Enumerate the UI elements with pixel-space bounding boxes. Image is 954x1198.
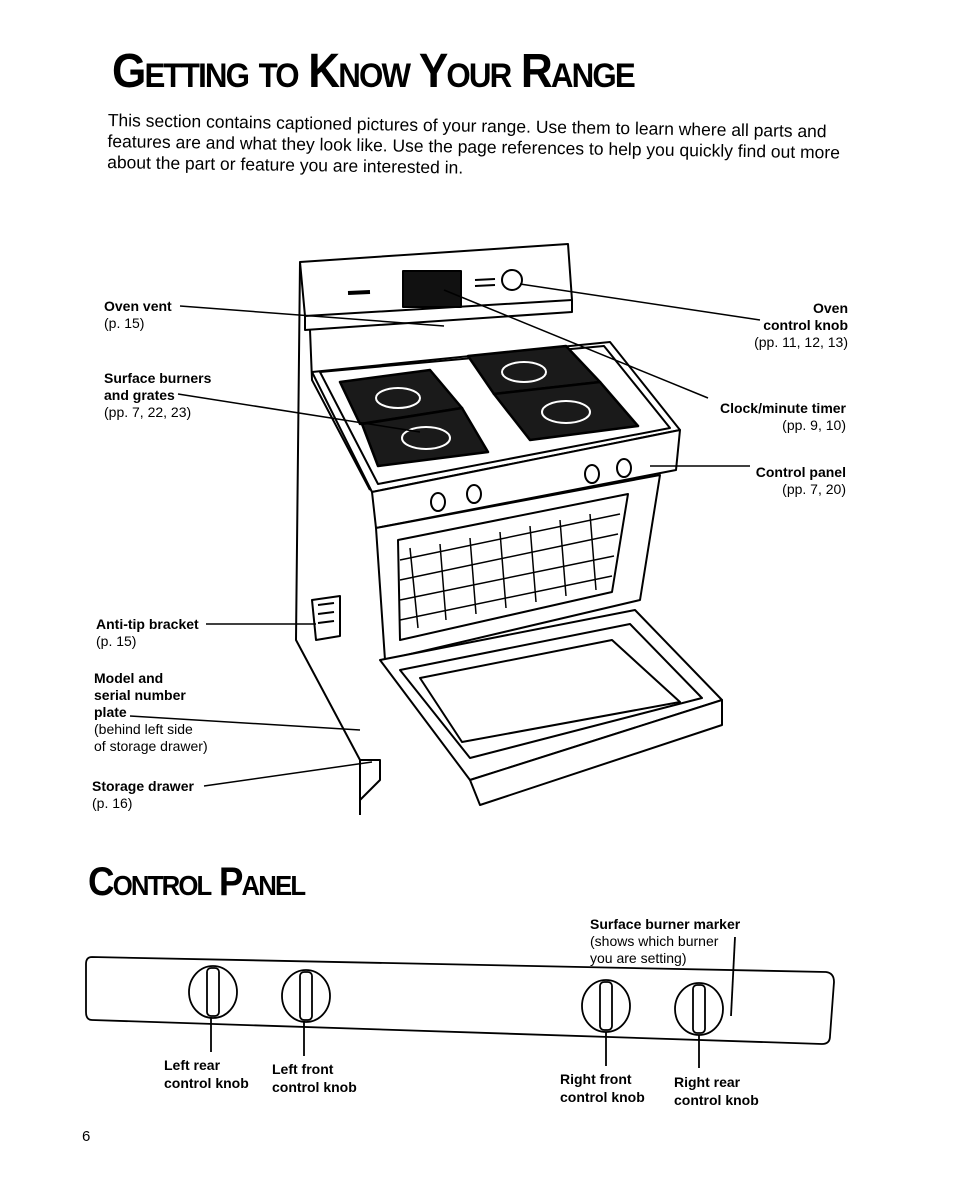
label-left-rear-knob: Left rear control knob (164, 1056, 249, 1092)
label-surface-burners: Surface burners and grates (pp. 7, 22, 2… (104, 370, 211, 421)
left-front-knob-line1: Left front (272, 1061, 334, 1077)
surface-burners-name: Surface burners (104, 370, 212, 386)
clock-timer-name: Clock/minute timer (719, 400, 846, 416)
storage-drawer-name: Storage drawer (92, 778, 194, 794)
label-storage-drawer: Storage drawer (p. 16) (92, 778, 194, 812)
label-right-front-knob: Right front control knob (560, 1070, 645, 1106)
model-plate-name-2: serial number (94, 687, 186, 703)
model-plate-note: (behind left side (94, 721, 193, 737)
oven-vent-name: Oven vent (104, 298, 172, 314)
burner-marker-note: (shows which burner (590, 933, 719, 949)
model-plate-name: Model and (94, 670, 164, 686)
left-rear-knob-line1: Left rear (164, 1057, 221, 1073)
oven-control-name-2: control knob (763, 317, 848, 333)
model-plate-name-3: plate (94, 704, 127, 720)
page-number: 6 (82, 1128, 91, 1145)
left-rear-knob-line2: control knob (164, 1075, 249, 1091)
oven-control-name: Oven (812, 300, 848, 316)
label-left-front-knob: Left front control knob (272, 1060, 357, 1096)
burner-marker-note-2: you are setting) (590, 950, 687, 966)
surface-burners-ref: (pp. 7, 22, 23) (104, 404, 192, 420)
label-surface-burner-marker: Surface burner marker (shows which burne… (590, 916, 740, 967)
model-plate-note-2: of storage drawer) (94, 738, 208, 754)
anti-tip-name: Anti-tip bracket (96, 616, 199, 632)
burner-marker-name: Surface burner marker (590, 916, 741, 932)
surface-burners-name-2: and grates (104, 387, 175, 403)
label-control-panel: Control panel (pp. 7, 20) (720, 464, 846, 498)
page-title: Getting to Know Your Range (112, 45, 636, 98)
oven-vent-ref: (p. 15) (104, 315, 145, 331)
storage-drawer-ref: (p. 16) (92, 795, 133, 811)
right-rear-knob-line1: Right rear (674, 1074, 741, 1090)
anti-tip-ref: (p. 15) (96, 633, 137, 649)
right-front-knob-line2: control knob (560, 1089, 645, 1105)
section-title-control-panel: Control Panel (88, 860, 306, 904)
label-right-rear-knob: Right rear control knob (674, 1073, 759, 1109)
control-panel-name: Control panel (755, 464, 846, 480)
label-anti-tip-bracket: Anti-tip bracket (p. 15) (96, 616, 199, 650)
label-model-plate: Model and serial number plate (behind le… (94, 670, 208, 755)
label-clock-timer: Clock/minute timer (pp. 9, 10) (690, 400, 846, 434)
control-panel-ref: (pp. 7, 20) (782, 481, 846, 497)
clock-timer-ref: (pp. 9, 10) (782, 417, 846, 433)
left-front-knob-line2: control knob (272, 1079, 357, 1095)
label-oven-control-knob: Oven control knob (pp. 11, 12, 13) (700, 300, 848, 351)
right-front-knob-line1: Right front (560, 1071, 632, 1087)
oven-control-ref: (pp. 11, 12, 13) (754, 334, 848, 350)
right-rear-knob-line2: control knob (674, 1092, 759, 1108)
label-oven-vent: Oven vent (p. 15) (104, 298, 172, 332)
